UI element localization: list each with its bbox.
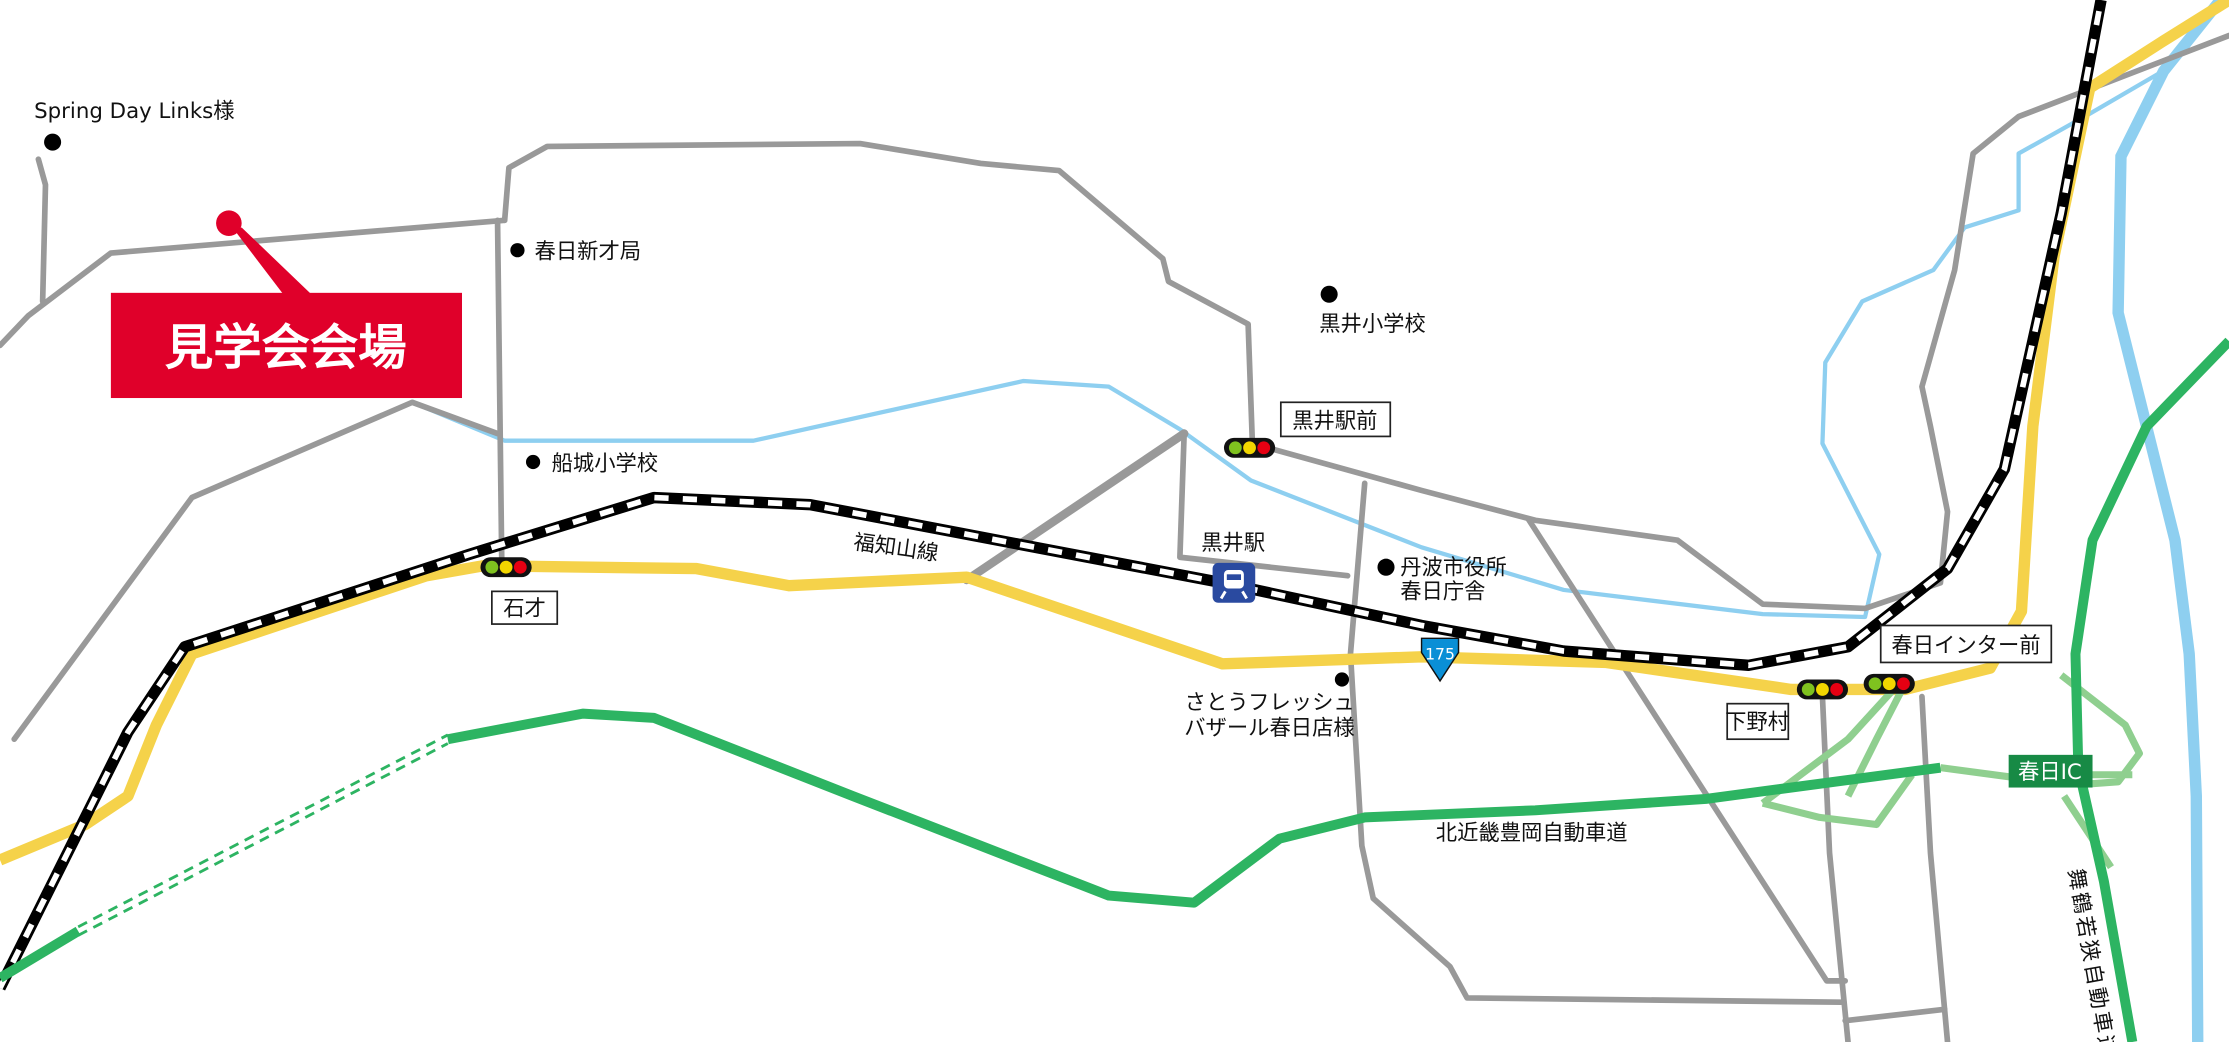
intersection-kuroi-ekimae: 黒井駅前 [1279,401,1392,438]
kuroi-elementary-label: 黒井小学校 [1319,312,1426,337]
route-shield-icon: 175 [1420,637,1460,683]
local-roads [0,32,2229,1042]
location-dot-icon [525,454,541,470]
intersection-kasuga-inter-mae: 春日インター前 [1879,624,2053,664]
kasuga-shinsai-post-label: 春日新才局 [535,240,642,265]
svg-text:石才: 石才 [503,597,546,622]
route-number: 175 [1425,645,1455,664]
big-river [2112,0,2225,1042]
national-route-175 [0,0,2229,866]
traffic-signal-icon [1863,673,1915,694]
train-station-icon [1212,562,1256,603]
fukuchiyama-line-label: 福知山線 [852,530,940,567]
venue-marker[interactable]: 見学会会場 [110,210,463,399]
sato-fresh-label-2: バザール春日店様 [1184,716,1355,741]
traffic-signal-icon [1796,679,1849,700]
venue-pin-icon [216,210,242,236]
spring-day-links-label: Spring Day Links様 [34,99,234,124]
location-dot-icon [1320,285,1338,303]
funaki-elementary-label: 船城小学校 [552,452,659,477]
expressways [0,337,2229,1042]
kasuga-ic-sign: 春日IC [2008,754,2093,788]
location-dot-icon [1377,558,1395,576]
kuroi-station-label: 黒井駅 [1201,531,1265,556]
location-dots [44,133,1395,687]
sato-fresh-label: さとうフレッシュ [1185,690,1355,715]
venue-label: 見学会会場 [165,320,407,376]
maizuru-wakasa-expressway [2070,337,2229,1042]
traffic-signal-icon [480,557,532,578]
city-office-label-2: 春日庁舎 [1400,579,1485,604]
fukuchiyama-line-track [0,0,2107,991]
svg-text:下野村: 下野村 [1725,710,1789,735]
small-river [411,66,2169,620]
location-dot-icon [44,133,62,151]
traffic-signals [480,437,1915,700]
intersection-ishisai: 石才 [491,590,559,625]
location-dot-icon [1334,672,1350,687]
intersection-shimonomura: 下野村 [1725,702,1790,741]
svg-text:春日IC: 春日IC [2018,760,2082,785]
city-office-label: 丹波市役所 [1400,555,1507,580]
kitakinki-toyooka-expressway [446,708,1942,908]
traffic-signal-icon [1223,437,1276,458]
svg-text:春日インター前: 春日インター前 [1891,633,2040,658]
location-dot-icon [510,243,525,258]
svg-text:黒井駅前: 黒井駅前 [1292,409,1377,434]
kitakinki-expressway-label: 北近畿豊岡自動車道 [1436,821,1628,846]
